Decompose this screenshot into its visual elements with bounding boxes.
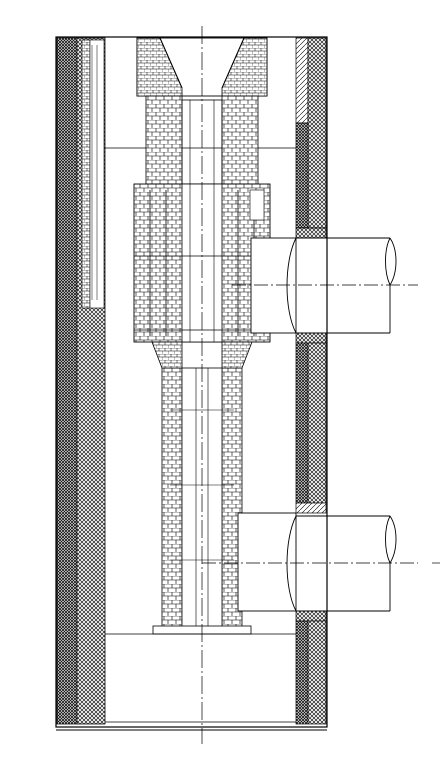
nozzle-centerlines: [202, 284, 440, 564]
lower-transition-cone: [151, 341, 253, 369]
lower-side-nozzle: [237, 512, 397, 612]
bottom-floor: [105, 633, 296, 723]
right-refractory-lining: [295, 37, 327, 725]
left-refractory-lining: [56, 37, 78, 725]
upper-side-nozzle: [250, 237, 397, 334]
left-anchor-strip: [81, 39, 105, 309]
upper-conical-hood: [136, 37, 268, 97]
outer-shell: [55, 36, 328, 731]
